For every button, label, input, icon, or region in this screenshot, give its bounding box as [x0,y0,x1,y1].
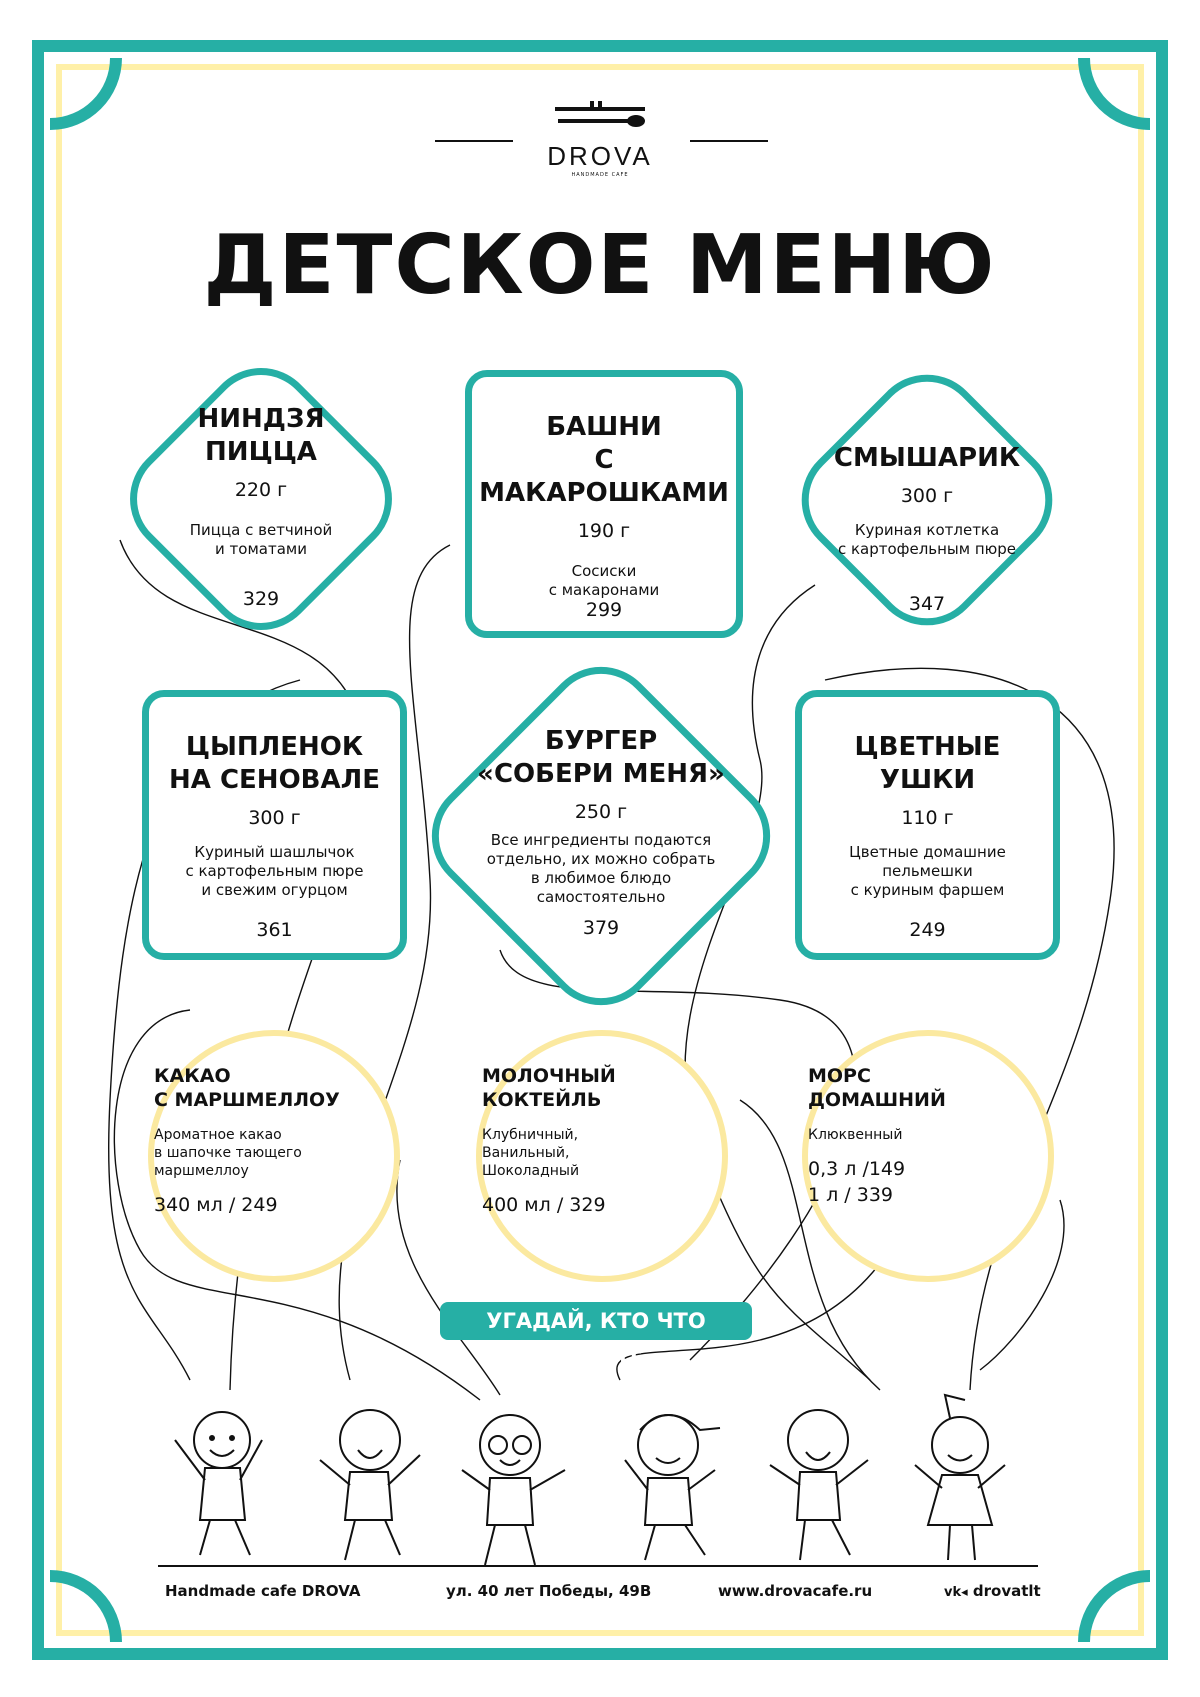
menu-card-burger: БУРГЕР«СОБЕРИ МЕНЯ» 250 г Все ингредиент… [461,725,741,945]
kid-figure [319,1409,421,1561]
footer-cafe-name: Handmade cafe DROVA [165,1582,361,1600]
dish-price: 361 [256,919,293,941]
kid-figure [769,1409,869,1561]
footer-website[interactable]: www.drovacafe.ru [718,1582,873,1600]
kid-figure [174,1411,263,1556]
drink-price: 400 мл / 329 [482,1194,606,1216]
inner-frame [56,64,1144,1636]
dish-name: БУРГЕР«СОБЕРИ МЕНЯ» [477,726,725,789]
footer-address: ул. 40 лет Победы, 49В [446,1582,652,1600]
dish-weight: 300 г [248,807,301,829]
logo-wordmark: DROVA [547,141,653,171]
dish-price: 347 [908,593,946,615]
page-title: ДЕТСКОЕ МЕНЮ [203,218,997,313]
logo-subtitle: HANDMADE CAFE [571,172,629,178]
dish-price: 299 [585,599,623,621]
ground-line [158,1565,1038,1567]
logo-rule-left [435,140,513,142]
dish-weight: 110 г [901,807,954,829]
dish-weight: 300 г [900,485,954,507]
dish-price: 249 [909,919,946,941]
dish-weight: 190 г [577,520,631,542]
kid-figure [914,1393,1006,1561]
guess-game-label: УГАДАЙ, КТО ЧТО ЛЮБИТ [440,1302,752,1371]
drink-description: Клюквенный [808,1127,903,1143]
cutlery-logo-icon [555,101,645,127]
outer-frame [32,40,1168,1660]
dish-weight: 250 г [574,801,628,823]
dish-weight: 220 г [234,479,288,501]
drink-price: 340 мл / 249 [154,1194,278,1216]
dish-price: 329 [242,588,280,610]
kid-figure [624,1414,721,1561]
dish-price: 379 [582,917,620,939]
brand-logo: DROVA HANDMADE CAFE [500,95,700,178]
logo-rule-right [690,140,768,142]
kid-figure [461,1414,566,1566]
footer-social-handle: drovatlt [972,1582,1041,1600]
dish-name: СМЫШАРИК [833,443,1021,473]
footer-social[interactable]: vk◂ drovatlt [944,1582,1041,1600]
vk-icon: vk◂ [944,1585,968,1600]
drink-description: Клубничный,Ванильный,Шоколадный [482,1127,580,1179]
